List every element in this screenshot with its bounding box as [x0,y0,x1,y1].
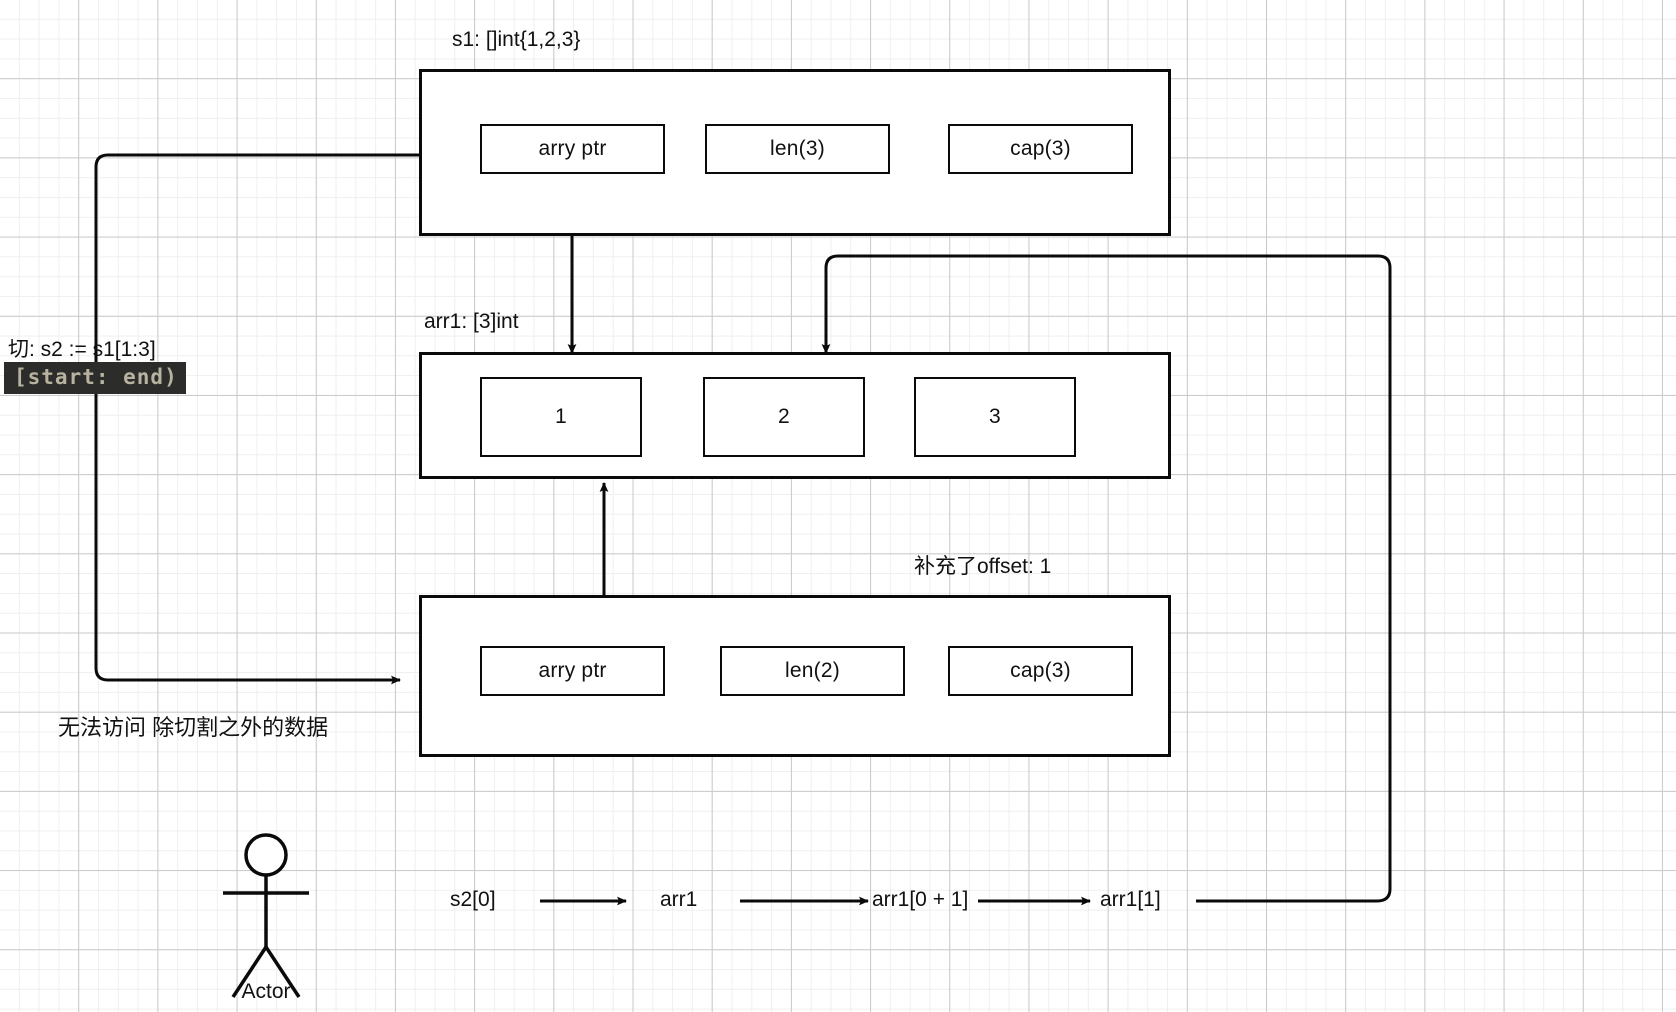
s2-field-cap: cap(3) [948,646,1133,696]
actor-head-icon [244,833,288,877]
flow-step-2: arr1[0 + 1] [872,888,969,911]
arr1-title: arr1: [3]int [424,310,519,333]
arr1-element-1: 2 [703,377,865,457]
flow-step-3: arr1[1] [1100,888,1161,911]
s2-field-len: len(2) [720,646,905,696]
slice-expression-note: 切: s2 := s1[1:3] [8,338,156,361]
arr1-element-0: 1 [480,377,642,457]
s1-field-arry-ptr: arry ptr [480,124,665,174]
flow-step-1: arr1 [660,888,698,911]
flow-step-0: s2[0] [450,888,496,911]
no-access-note: 无法访问 除切割之外的数据 [58,715,329,740]
arr1-element-2: 3 [914,377,1076,457]
actor-figure [223,833,309,998]
slice-range-code: [start: end) [4,362,186,394]
s1-title: s1: []int{1,2,3} [452,28,581,51]
wire-s1-to-s2 [94,153,419,685]
s1-field-cap: cap(3) [948,124,1133,174]
actor-label: Actor [241,980,291,1003]
offset-note: 补充了offset: 1 [914,555,1052,578]
s2-field-arry-ptr: arry ptr [480,646,665,696]
s1-field-len: len(3) [705,124,890,174]
